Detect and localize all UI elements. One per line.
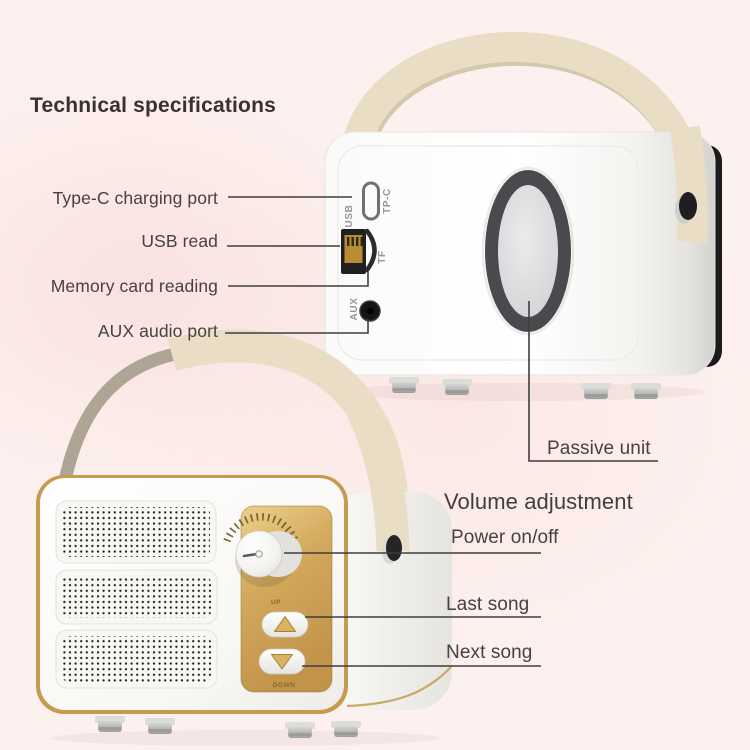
label-passive-unit: Passive unit <box>547 438 651 459</box>
label-next-song: Next song <box>446 642 533 663</box>
front-view-shadow <box>50 730 440 746</box>
tf-slot-label: TF <box>377 250 388 263</box>
speaker-back-view: TP-C USB TF AUX <box>324 31 722 401</box>
usb-port-label: USB <box>344 205 355 228</box>
strap-hole-back <box>679 192 697 220</box>
type-c-port-label: TP-C <box>382 188 393 214</box>
leader-aux <box>225 319 369 334</box>
back-face-inset-line <box>337 145 639 361</box>
label-power-on-off: Power on/off <box>451 527 559 548</box>
knob-pointer-bead <box>255 550 263 558</box>
control-panel: UP DOWN <box>223 505 333 693</box>
back-view-shadow <box>335 383 705 401</box>
aux-jack-label: AUX <box>349 298 360 321</box>
leader-memory-card <box>228 272 369 287</box>
type-c-port <box>362 181 380 221</box>
triangle-up-icon <box>274 616 296 632</box>
side-gold-trim <box>346 666 452 708</box>
tf-card-slot <box>364 228 377 273</box>
front-view-feet <box>95 716 361 738</box>
knob-pointer <box>242 552 259 558</box>
back-view-feet <box>389 377 661 399</box>
leader-passive-unit <box>528 301 658 462</box>
label-usb-read: USB read <box>141 231 218 251</box>
scale-up-label: UP <box>271 599 281 606</box>
page-title: Technical specifications <box>30 94 276 117</box>
label-volume-adjustment: Volume adjustment <box>444 489 633 514</box>
strap-hole-front <box>386 535 402 561</box>
triangle-down-icon <box>271 654 293 670</box>
passive-radiator <box>481 166 575 336</box>
label-type-c-charging-port: Type-C charging port <box>52 188 218 208</box>
port-cluster: TP-C USB TF AUX <box>341 181 393 322</box>
handle-strap-end-back <box>670 125 708 243</box>
leader-lines <box>225 196 658 667</box>
label-aux-audio-port: AUX audio port <box>97 321 218 341</box>
radiator-cone <box>498 185 558 317</box>
usb-port <box>341 229 366 274</box>
label-memory-card-reading: Memory card reading <box>50 276 218 296</box>
label-last-song: Last song <box>446 594 530 615</box>
speaker-grille <box>55 500 218 689</box>
scale-down-label: DOWN <box>273 682 296 689</box>
handle-strap-end-front <box>347 402 410 552</box>
aux-jack-hole <box>366 307 374 315</box>
speaker-front-view: UP DOWN <box>36 329 452 746</box>
carry-handle-front-left <box>57 346 182 488</box>
front-body-side <box>330 492 452 710</box>
volume-scale-ticks <box>223 513 299 543</box>
